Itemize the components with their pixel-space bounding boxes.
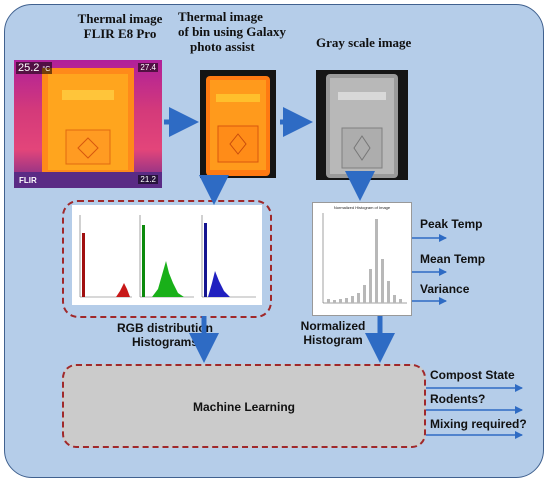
bin-door-logo [353,135,371,161]
bin-vents [216,94,260,102]
current-temp-readout: 25.2°C [16,62,53,74]
bin-door [341,127,383,169]
galaxy-thermal-image [200,70,276,178]
red-histogram [79,215,132,298]
output-mixing-required: Mixing required? [430,417,527,431]
flir-thermal-image: 25.2°C 27.4 21.2 FLIR [14,60,162,188]
bin-door-logo [229,133,247,155]
gray-image-drawing [326,74,398,178]
stat-variance: Variance [420,282,470,296]
current-temp-value: 25.2 [18,62,40,74]
machine-learning-label: Machine Learning [192,400,296,414]
normalized-histogram: Normalized Histogram of Image [312,202,412,316]
bin-vents [338,92,386,100]
normalized-histogram-bars [327,219,402,303]
normalized-histogram-drawing [322,213,407,304]
flir-logo: FLIR [19,176,37,185]
min-temp-readout: 21.2 [138,175,158,184]
machine-learning-box: Machine Learning [62,364,426,448]
rgb-histogram-drawing [79,215,256,298]
bin-door-logo [77,137,99,159]
normalized-histogram-caption: Normalized Histogram [298,319,368,348]
rgb-caption-line-2: Histograms [131,334,199,349]
rgb-histograms-caption: RGB distribution Histograms [100,321,230,350]
galaxy-title-line-2: of bin using Galaxy [178,23,287,39]
galaxy-title-line-1: Thermal image [178,9,263,24]
gray-image-title: Gray scale image [316,35,412,50]
ground [14,172,162,188]
gray-scale-image [316,70,408,180]
flir-image-title: Thermal image FLIR E8 Pro [60,11,180,42]
max-temp-readout: 27.4 [138,63,158,72]
rgb-histograms [72,205,262,305]
temp-unit: °C [42,66,51,73]
normalized-histogram-title: Normalized Histogram of Image [333,205,391,210]
stat-mean-temp: Mean Temp [420,252,486,266]
bin-vents [62,90,114,100]
blue-histogram [201,215,256,298]
stat-peak-temp: Peak Temp [420,217,483,231]
bin-door [217,125,259,163]
flir-title-line-2: FLIR E8 Pro [83,25,157,41]
flir-image-drawing [14,68,162,188]
green-histogram [139,215,194,298]
galaxy-title-line-3: photo assist [190,38,255,54]
galaxy-image-drawing [206,76,270,176]
output-rodents: Rodents? [430,392,486,406]
norm-caption-line-1: Normalized [300,319,366,333]
norm-caption-line-2: Histogram [303,332,363,347]
output-compost-state: Compost State [430,368,515,382]
rgb-caption-line-1: RGB distribution [117,321,213,335]
rgb-histograms-group [62,200,272,318]
galaxy-image-title: Thermal image of bin using Galaxy photo … [178,9,287,55]
flir-title-line-1: Thermal image [77,11,163,26]
